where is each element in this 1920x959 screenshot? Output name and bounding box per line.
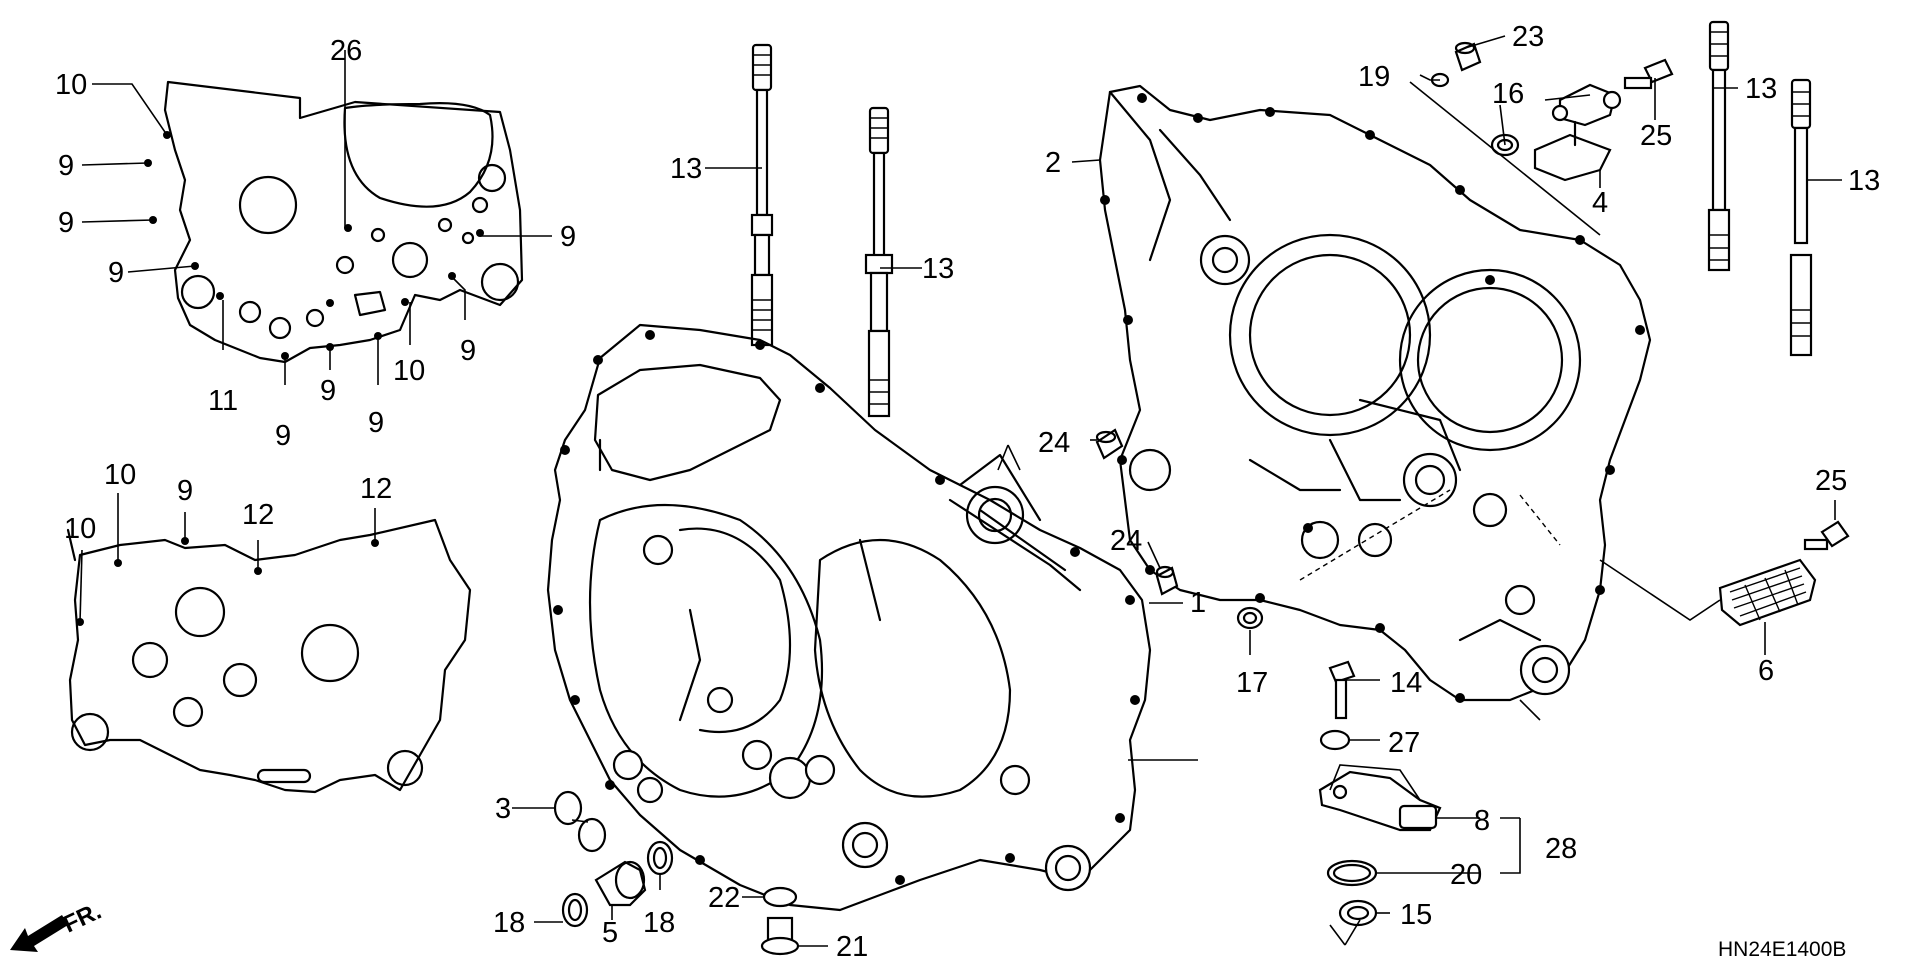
plug-15[interactable] [1338,899,1378,927]
dowel-pin-24-lower[interactable] [1155,565,1179,596]
callout-3: 3 [495,793,511,825]
washer-27[interactable] [1319,729,1351,751]
callout-26: 26 [330,35,362,67]
callout-10: 10 [393,355,425,387]
stud-bolt-left[interactable] [750,43,774,347]
callout-9: 9 [177,475,193,507]
callout-14: 14 [1390,667,1422,699]
callout-17: 17 [1236,667,1268,699]
front-label: FR. [59,898,105,939]
callout-10: 10 [55,69,87,101]
callout-6: 6 [1758,655,1774,687]
callout-9: 9 [460,335,476,367]
flange-bolt-25-upper[interactable] [1623,58,1674,90]
callout-4: 4 [1592,187,1608,219]
callout-19: 19 [1358,61,1390,93]
callout-22: 22 [708,882,740,914]
gasket-upper[interactable] [163,80,524,364]
callout-18: 18 [643,907,675,939]
callout-10: 10 [104,459,136,491]
callout-9: 9 [108,257,124,289]
callout-5: 5 [602,917,618,949]
left-crankcase[interactable] [546,323,1152,912]
seal-3[interactable] [553,790,607,853]
o-ring-18-right[interactable] [646,840,674,876]
callout-9: 9 [275,420,291,452]
cover-8[interactable] [1318,770,1442,832]
oil-screen-6[interactable] [1718,558,1817,627]
callout-23: 23 [1512,21,1544,53]
callout-12: 12 [360,473,392,505]
callout-9: 9 [58,207,74,239]
callout-13: 13 [670,153,702,185]
gasket-lower-dowel-dots [76,537,379,626]
callout-24: 24 [1038,427,1070,459]
callout-13: 13 [922,253,954,285]
callout-21: 21 [836,931,868,959]
diagram-code: HN24E1400B [1718,938,1846,959]
stud-bolt-center[interactable] [864,106,894,418]
stud-bolt-right-1[interactable] [1707,20,1731,272]
callout-13: 13 [1848,165,1880,197]
callout-9: 9 [560,221,576,253]
drain-bolt-21[interactable] [760,916,800,956]
callout-2: 2 [1045,147,1061,179]
callout-9: 9 [368,407,384,439]
callout-1: 1 [1190,587,1206,619]
callout-11: 11 [208,385,238,417]
callout-28: 28 [1545,833,1577,865]
leader-lines [79,35,1842,947]
callout-16: 16 [1492,78,1524,110]
callout-10: 10 [64,513,96,545]
washer-22[interactable] [762,886,798,908]
callout-9: 9 [58,150,74,182]
callout-8: 8 [1474,805,1490,837]
callout-12: 12 [242,499,274,531]
seal-17[interactable] [1236,606,1264,630]
callout-27: 27 [1388,727,1420,759]
callout-15: 15 [1400,899,1432,931]
callout-20: 20 [1450,859,1482,891]
front-direction-arrow: FR. [10,898,106,952]
callout-25: 25 [1815,465,1847,497]
stud-bolt-right-2[interactable] [1789,78,1813,357]
o-ring-18-left[interactable] [561,892,589,928]
dowel-pin-24-upper[interactable] [1095,428,1124,460]
callout-18: 18 [493,907,525,939]
callout-24: 24 [1110,525,1142,557]
plug-5[interactable] [594,860,647,907]
callout-13: 13 [1745,73,1777,105]
gasket-lower[interactable] [66,518,472,794]
callout-25: 25 [1640,120,1672,152]
right-crankcase[interactable] [1098,84,1652,703]
o-ring-20[interactable] [1326,859,1378,887]
bolt-14[interactable] [1328,660,1356,720]
callout-9: 9 [320,375,336,407]
flange-bolt-25-lower[interactable] [1803,520,1850,551]
callout-labels: 10 9 9 9 9 9 26 11 9 9 9 10 10 10 9 12 1… [55,21,1880,959]
